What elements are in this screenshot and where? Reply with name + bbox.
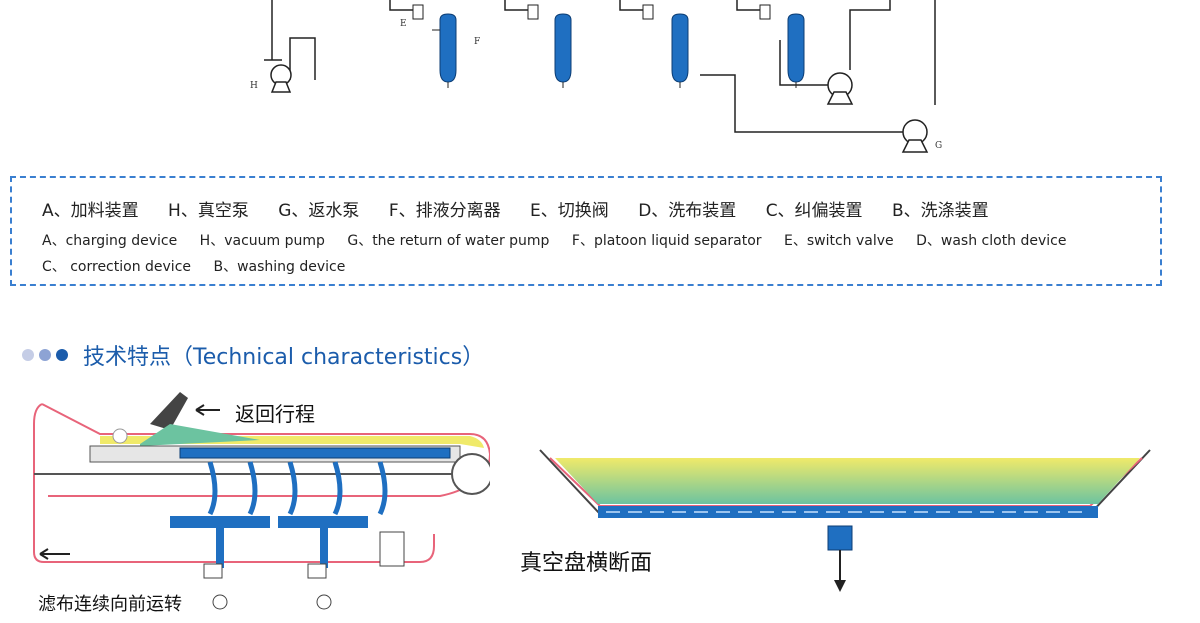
legend-en-item: E、switch valve (784, 233, 894, 249)
vacuum-pump-H (264, 59, 292, 93)
separator-3 (642, 4, 689, 88)
return-water-pump-G (901, 119, 929, 153)
legend-en-item: B、washing device (213, 259, 346, 275)
legend-en-item: C、 correction device (42, 259, 192, 275)
heading-dot-1 (22, 349, 34, 361)
legend-en-item: F、platoon liquid separator (571, 233, 762, 249)
legend-cn-item: G、返水泵 (278, 201, 360, 221)
legend-en-row-2: C、 correction device B、washing device (42, 256, 363, 276)
legend-en-item: A、charging device (42, 233, 178, 249)
section-title: 技术特点（Technical characteristics） (83, 345, 485, 370)
belt-filter-diagram: 返回行程 滤布连续向前运转 (20, 384, 493, 619)
label-F: F (474, 37, 480, 47)
heading-dot-2 (39, 349, 51, 361)
legend-cn-item: B、洗涤装置 (891, 201, 989, 221)
separator-4 (759, 4, 805, 88)
legend-cn-item: D、洗布装置 (638, 201, 737, 221)
label-H: H (250, 81, 258, 91)
return-stroke-label: 返回行程 (235, 402, 315, 426)
vacuum-tray-cross-section: 真空盘横断面 (510, 430, 1170, 615)
legend-cn-item: H、真空泵 (168, 201, 249, 221)
legend-cn-row: A、加料装置 H、真空泵 G、返水泵 F、排液分离器 E、切换阀 D、洗布装置 … (42, 196, 1013, 221)
legend-en-item: D、wash cloth device (916, 233, 1067, 249)
process-flow-diagram: H E F G (250, 0, 942, 153)
section-heading: 技术特点（Technical characteristics） (22, 340, 484, 370)
legend-cn-item: C、纠偏装置 (765, 201, 863, 221)
pump-right-1 (826, 72, 854, 105)
legend-cn-item: F、排液分离器 (388, 201, 501, 221)
legend-en-row-1: A、charging device H、vacuum pump G、the re… (42, 230, 1085, 250)
belt-filter-svg (33, 392, 493, 610)
tray-section-label: 真空盘横断面 (520, 551, 653, 576)
label-G: G (935, 141, 942, 151)
forward-run-label: 滤布连续向前运转 (38, 594, 182, 615)
legend-en-item: H、vacuum pump (199, 233, 325, 249)
separator-2 (527, 4, 572, 88)
label-E: E (400, 19, 407, 29)
tray-svg (539, 449, 1151, 592)
legend-en-item: G、the return of water pump (347, 233, 550, 249)
legend-cn-item: E、切换阀 (530, 201, 609, 221)
separator-1 (412, 4, 457, 88)
heading-dot-3 (56, 349, 68, 361)
legend-box: A、加料装置 H、真空泵 G、返水泵 F、排液分离器 E、切换阀 D、洗布装置 … (10, 176, 1162, 286)
legend-cn-item: A、加料装置 (42, 201, 139, 221)
